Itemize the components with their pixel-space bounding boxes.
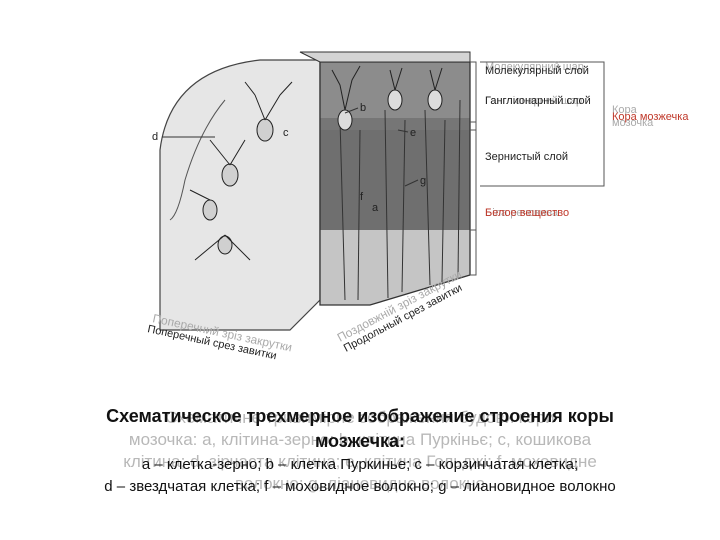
layer-label-white-matter: Белое вещество [485, 207, 569, 219]
layer-label-cortex: Кора мозжечка [612, 111, 689, 123]
layer-label-molecular: Молекулярный слой [485, 65, 589, 77]
caption-title-line-1: Схематическое трехмерное изображение стр… [0, 406, 720, 427]
caption-body-line-1: а – клетка-зерно; b – клетка Пуркинье; c… [0, 456, 720, 473]
caption-body-line-2: d – звездчатая клетка; f – моховидное во… [0, 478, 720, 495]
label-b: b [360, 102, 366, 114]
label-c: c [283, 127, 289, 139]
label-e: e [410, 127, 416, 139]
layer-label-ganglionic: Ганглионарный слой [485, 95, 591, 107]
layer-label-granular: Зернистый слой [485, 151, 568, 163]
caption-title-line-2: мозжечка: [0, 431, 720, 452]
label-g: g [420, 175, 426, 187]
layer-brackets [470, 62, 604, 275]
label-a: a [372, 202, 379, 214]
cerebellum-diagram: d c b e g f a Молекулярний шар Гангліона… [0, 0, 720, 400]
top-cap [300, 52, 470, 62]
transverse-face [160, 60, 320, 330]
label-d: d [152, 131, 158, 143]
